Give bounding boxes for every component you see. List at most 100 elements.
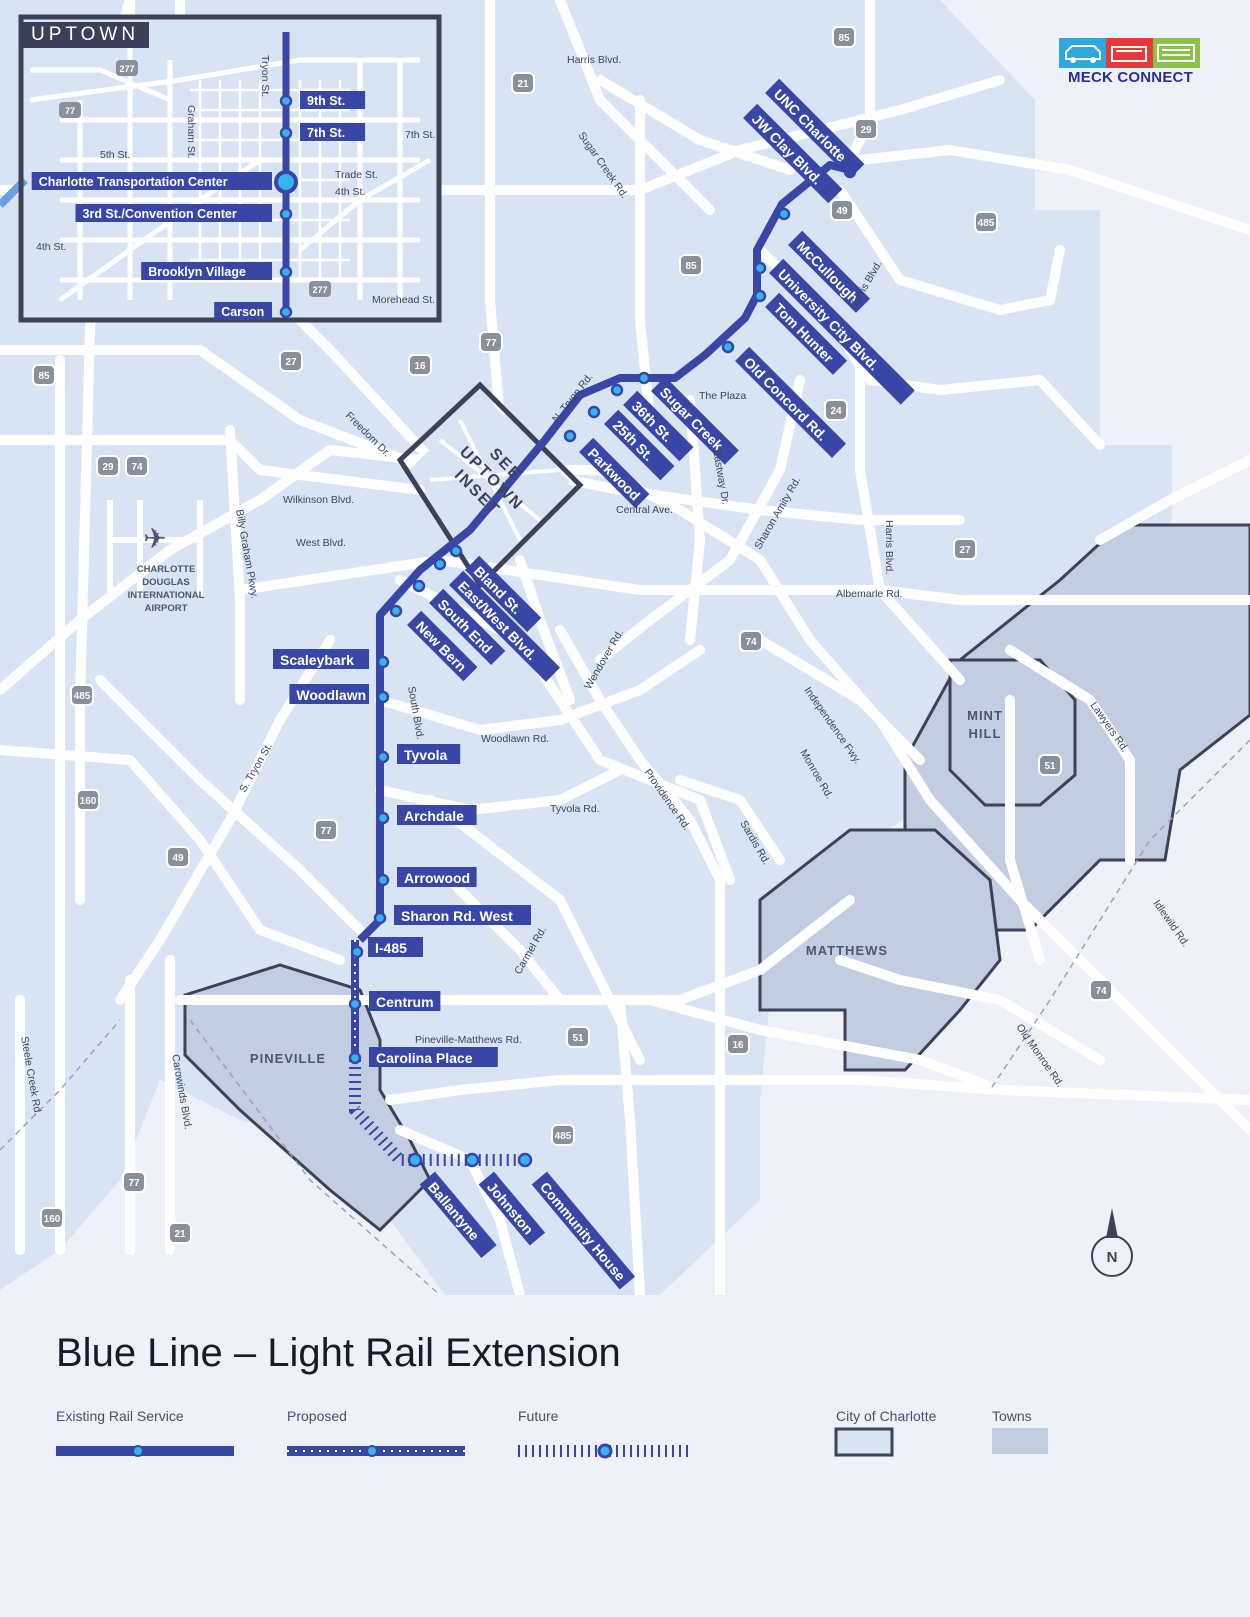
inset-station-labels: 9th St. 7th St. Charlotte Transportation C… [31, 55, 435, 320]
svg-text:485: 485 [555, 1131, 572, 1142]
svg-text:74: 74 [1095, 986, 1107, 997]
road-label-8: Harris Blvd. [883, 520, 895, 574]
svg-text:85: 85 [838, 33, 850, 44]
north-label: N [1107, 1249, 1118, 1266]
road-label-18: Woodlawn Rd. [481, 733, 549, 745]
svg-text:85: 85 [685, 261, 697, 272]
svg-text:16: 16 [414, 361, 426, 372]
station-dot-future-0 [407, 1152, 423, 1168]
highway-shield-icon-4: 485 [974, 211, 998, 233]
airport-label-3: INTERNATIONAL [128, 590, 205, 601]
station-dot-ne-8 [587, 405, 601, 419]
station-dot-ne-5 [721, 340, 735, 354]
highway-shield-icon-24: 77 [122, 1171, 146, 1193]
station-dot-s-7 [376, 811, 390, 825]
station-dot-s-1 [433, 557, 447, 571]
town-matthews [758, 828, 1002, 1072]
svg-text:Scaleybark: Scaleybark [280, 652, 354, 668]
inset-road-label-3: 7th St. [405, 129, 435, 141]
logo-icon [1059, 38, 1200, 68]
station-dot-future-1 [464, 1152, 480, 1168]
meck-connect-logo: MECK CONNECT [1058, 37, 1203, 92]
inset-shield-icon-0: 277 [116, 60, 138, 76]
inset-station-label-3: 3rd St./Convention Center [75, 204, 272, 222]
highway-shield-icon-21: 51 [566, 1026, 590, 1048]
station-dot-future-2 [517, 1152, 533, 1168]
road-label-26: Pineville-Matthews Rd. [415, 1034, 522, 1046]
inset-station-dot-1 [279, 126, 293, 140]
station-label-s-9: Sharon Rd. West [394, 905, 531, 925]
svg-text:Charlotte Transportation Cente: Charlotte Transportation Center [39, 175, 228, 189]
highway-shield-icon-5: 85 [679, 254, 703, 276]
airplane-icon: ✈ [143, 523, 166, 554]
legend-existing: Existing Rail Service [56, 1408, 184, 1424]
svg-text:77: 77 [485, 338, 497, 349]
inset-station-dot-2 [274, 170, 298, 194]
legend: Blue Line – Light Rail Extension Existin… [0, 1295, 1250, 1455]
svg-text:51: 51 [1044, 761, 1056, 772]
highway-shield-icon-14: 74 [739, 630, 763, 652]
legend-city: City of Charlotte [836, 1408, 937, 1424]
town-label-mint-1: MINT [967, 708, 1003, 723]
north-arrow-icon: N [1091, 1208, 1133, 1277]
svg-text:485: 485 [74, 691, 91, 702]
inset-station-dot-3 [279, 207, 293, 221]
highway-shield-icon-22: 16 [726, 1033, 750, 1055]
station-dot-s-5 [376, 690, 390, 704]
inset-shield-icon-1: 77 [59, 102, 81, 118]
svg-text:Woodlawn: Woodlawn [296, 687, 366, 703]
highway-shield-icon-6: 77 [479, 331, 503, 353]
station-label-s-5: Woodlawn [289, 684, 369, 704]
station-dot-ne-6 [637, 371, 651, 385]
road-label-0: Harris Blvd. [567, 54, 621, 66]
highway-shield-icon-17: 160 [76, 789, 100, 811]
highway-shield-icon-0: 85 [832, 26, 856, 48]
svg-text:49: 49 [172, 853, 184, 864]
road-label-6: Central Ave. [616, 504, 673, 516]
highway-shield-icon-3: 49 [830, 199, 854, 221]
inset-station-label-0: 9th St. [300, 91, 366, 109]
highway-shield-icon-7: 27 [279, 350, 303, 372]
svg-text:Carson: Carson [221, 305, 264, 319]
station-dot-s-11 [348, 997, 362, 1011]
road-label-20: Tyvola Rd. [550, 803, 600, 815]
legend-graphics [56, 1427, 1048, 1459]
station-dot-ne-2 [777, 207, 791, 221]
logo-text: MECK CONNECT [1068, 69, 1193, 86]
svg-text:77: 77 [65, 106, 75, 116]
svg-text:21: 21 [517, 79, 529, 90]
inset-road-label-5: 4th St. [335, 186, 365, 198]
station-dot-s-3 [389, 604, 403, 618]
station-label-s-6: Tyvola [397, 744, 461, 764]
highway-shield-icon-26: 160 [40, 1207, 64, 1229]
inset-station-label-1: 7th St. [300, 123, 366, 141]
airport: ✈ CHARLOTTE DOUGLAS INTERNATIONAL AIRPOR… [107, 500, 205, 614]
svg-text:Archdale: Archdale [404, 808, 464, 824]
station-dot-s-6 [376, 750, 390, 764]
svg-text:74: 74 [745, 637, 757, 648]
town-label-matthews: MATTHEWS [806, 943, 888, 958]
svg-text:Brooklyn Village: Brooklyn Village [148, 265, 246, 279]
inset-station-dot-5 [279, 305, 293, 319]
highway-shield-icon-13: 27 [953, 538, 977, 560]
town-label-mint-2: HILL [969, 726, 1002, 741]
highway-shield-icon-11: 29 [96, 455, 120, 477]
svg-text:277: 277 [312, 285, 327, 295]
highway-shield-icon-1: 21 [511, 72, 535, 94]
highway-shield-icon-25: 21 [168, 1222, 192, 1244]
highway-shield-icon-15: 485 [70, 684, 94, 706]
airport-label-4: AIRPORT [145, 603, 188, 614]
svg-text:29: 29 [102, 462, 114, 473]
station-dot-ne-7 [610, 383, 624, 397]
svg-text:27: 27 [285, 357, 297, 368]
station-label-s-11: Centrum [369, 991, 441, 1011]
inset-road-label-4: Trade St. [335, 169, 378, 181]
legend-towns: Towns [992, 1408, 1032, 1424]
legend-proposed: Proposed [287, 1408, 347, 1424]
svg-text:Tyvola: Tyvola [404, 747, 448, 763]
station-dot-ne-9 [563, 429, 577, 443]
svg-text:51: 51 [572, 1033, 584, 1044]
inset-title: UPTOWN [21, 22, 150, 48]
svg-text:27: 27 [959, 545, 971, 556]
